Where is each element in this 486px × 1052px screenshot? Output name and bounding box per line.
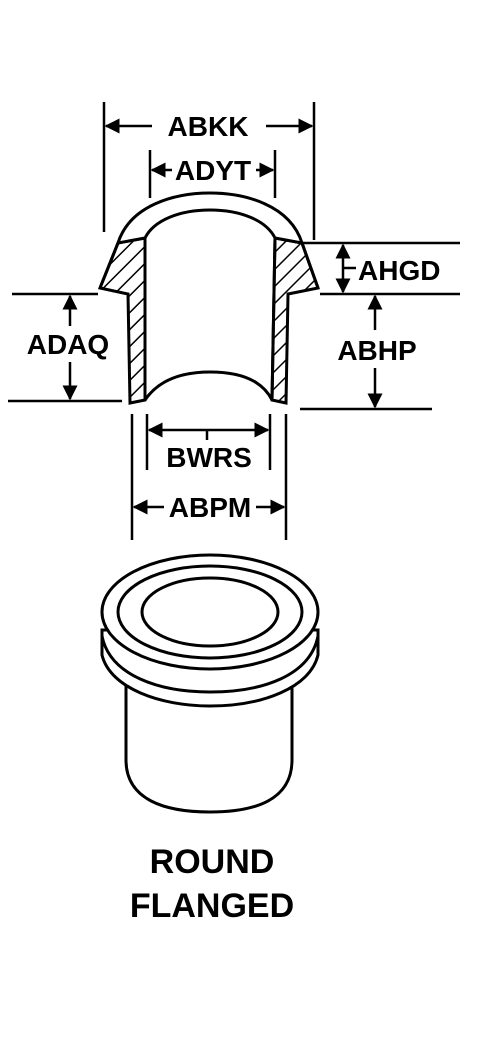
caption-line-2: FLANGED [130,887,294,925]
perspective-view [100,553,320,814]
label-abpm: ABPM [169,492,251,523]
dim-adaq: ADAQ [8,292,122,403]
dim-abkk: ABKK [102,102,316,240]
label-adaq: ADAQ [27,329,109,360]
label-ahgd: AHGD [358,255,440,286]
dome-cap [115,191,305,245]
label-abkk: ABKK [168,111,249,142]
label-adyt: ADYT [175,155,251,186]
dim-adyt: ADYT [148,150,277,198]
cross-section-view [97,191,320,405]
dim-bwrs: BWRS [145,414,272,473]
bore-opening [140,576,280,648]
label-bwrs: BWRS [166,442,252,473]
label-abhp: ABHP [337,335,416,366]
dim-abhp: ABHP [300,294,432,411]
dim-ahgd: AHGD [300,241,460,296]
tube-body [124,673,294,814]
left-wall-section [97,236,147,405]
dim-abpm: ABPM [130,414,288,540]
caption-line-1: ROUND [150,843,275,881]
right-wall-section [270,236,320,405]
